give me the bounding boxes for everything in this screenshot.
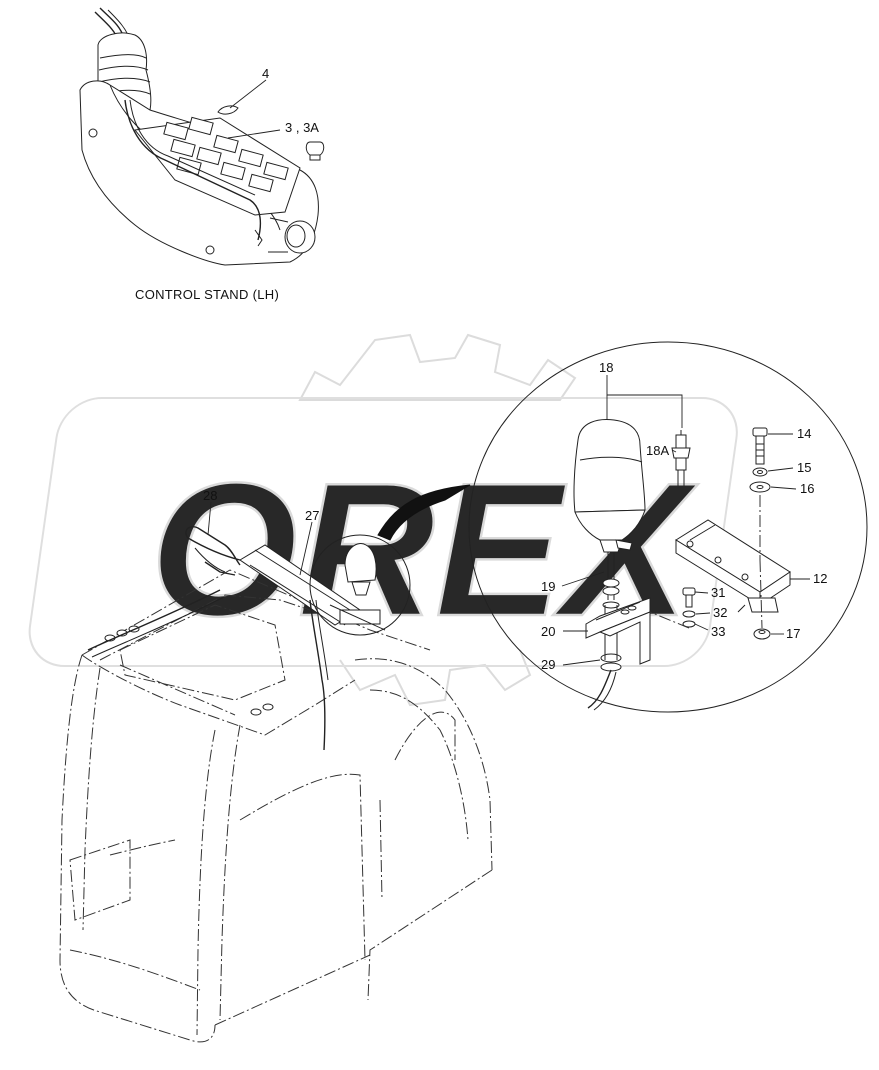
detail-callouts: 18 18A 14 15 16 12 19 31 32 33 17 20 29 xyxy=(541,360,827,672)
bulb-icon xyxy=(305,141,325,161)
callout-16: 16 xyxy=(800,481,814,496)
callout-31: 31 xyxy=(711,585,725,600)
callout-29: 29 xyxy=(541,657,555,672)
bracket-20 xyxy=(585,597,651,665)
callout-12: 12 xyxy=(813,571,827,586)
detail-pointer-arrow xyxy=(377,484,471,541)
bolt-31 xyxy=(682,587,696,608)
bracket-12 xyxy=(675,519,791,613)
watermark-gear xyxy=(298,333,577,401)
callout-18a: 18A xyxy=(646,443,669,458)
callout-28: 28 xyxy=(203,488,217,503)
control-stand-caption: CONTROL STAND (LH) xyxy=(135,287,279,302)
switch-panel xyxy=(163,116,289,193)
cab-callouts: 28 27 xyxy=(203,488,319,576)
callout-15: 15 xyxy=(797,460,811,475)
callout-18: 18 xyxy=(599,360,613,375)
cab-outline xyxy=(59,569,493,1043)
callout-19: 19 xyxy=(541,579,555,594)
cab-beacon-assembly xyxy=(185,526,411,751)
detail-view xyxy=(468,341,868,713)
callout-33: 33 xyxy=(711,624,725,639)
detail-circle xyxy=(468,341,868,713)
control-stand-callouts: 4 3 , 3A CONTROL STAND (LH) xyxy=(135,66,319,302)
callout-4: 4 xyxy=(262,66,269,81)
bolt-14 xyxy=(752,427,768,465)
control-stand-illustration xyxy=(79,7,325,266)
callout-32: 32 xyxy=(713,605,727,620)
nut-17 xyxy=(753,628,771,640)
beacon-lamp xyxy=(573,419,646,711)
lens-icon xyxy=(217,105,239,115)
watermark-gear-lower xyxy=(339,649,532,707)
washer-15 xyxy=(752,467,768,477)
callout-14: 14 xyxy=(797,426,811,441)
callout-3-3a: 3 , 3A xyxy=(285,120,319,135)
washer-16 xyxy=(749,481,771,493)
callout-17: 17 xyxy=(786,626,800,641)
callout-27: 27 xyxy=(305,508,319,523)
washer-32 xyxy=(682,610,696,618)
bulb-18a-icon xyxy=(671,430,691,486)
callout-20: 20 xyxy=(541,624,555,639)
